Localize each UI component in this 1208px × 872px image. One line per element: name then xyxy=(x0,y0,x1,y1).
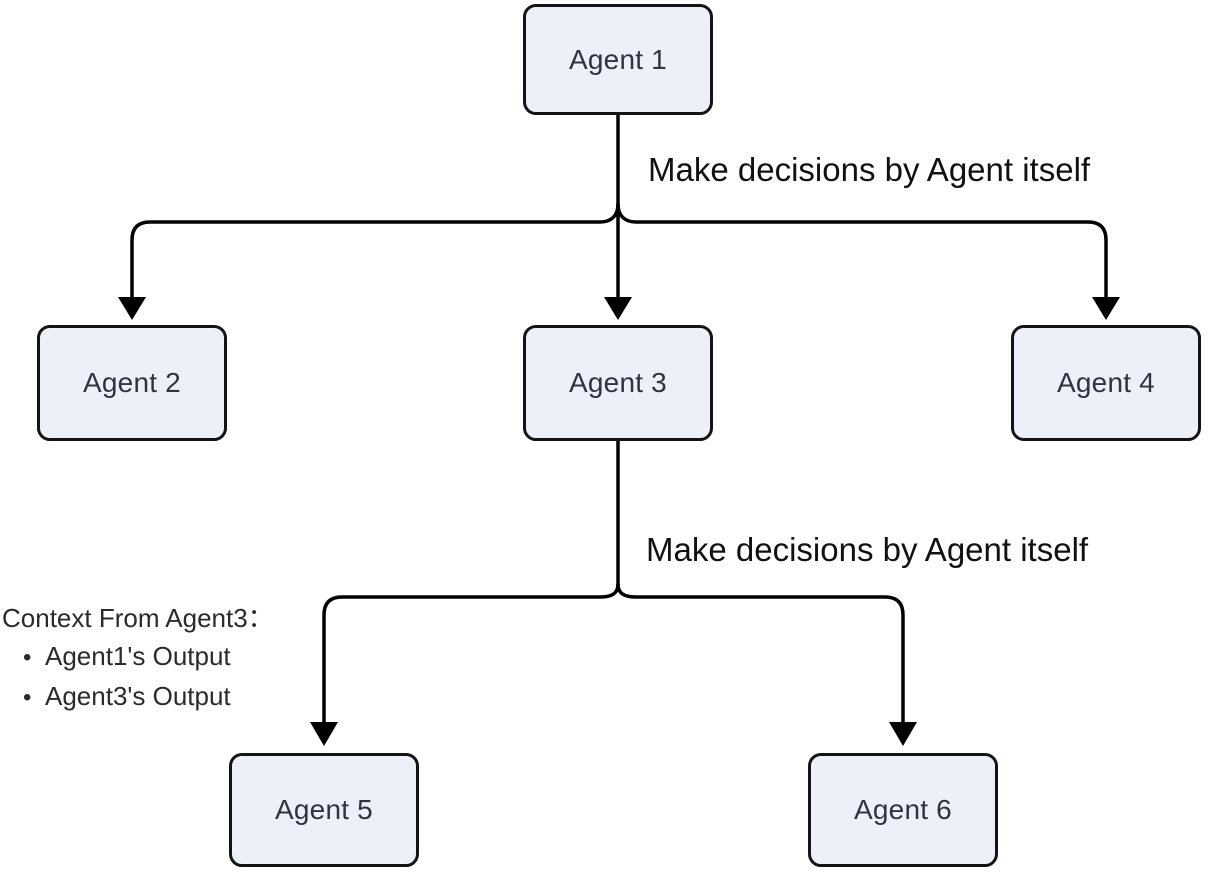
arrowhead-agent3-icon xyxy=(604,297,632,320)
edge-agent1-agent2-line xyxy=(130,203,620,299)
context-note: Context From Agent3： • Agent1's Output •… xyxy=(2,599,274,717)
edge-label-make-decisions-2: Make decisions by Agent itself xyxy=(646,531,1089,568)
node-agent3-label: Agent 3 xyxy=(569,367,667,398)
node-agent2-label: Agent 2 xyxy=(83,367,181,398)
arrowhead-agent6-icon xyxy=(889,722,917,746)
edge-label-make-decisions-1: Make decisions by Agent itself xyxy=(648,151,1091,188)
node-agent2: Agent 2 xyxy=(37,325,227,441)
bullet-icon: • xyxy=(23,644,32,671)
node-agent1: Agent 1 xyxy=(523,4,713,115)
node-agent6-label: Agent 6 xyxy=(854,794,952,825)
node-agent1-label: Agent 1 xyxy=(569,43,667,75)
list-item: • Agent1's Output xyxy=(2,637,274,677)
node-agent4-label: Agent 4 xyxy=(1057,367,1155,398)
context-note-title: Context From Agent3： xyxy=(2,603,274,633)
edge-agent3-agent5-line xyxy=(322,583,620,723)
node-agent5-label: Agent 5 xyxy=(275,794,373,825)
list-item: • Agent3's Output xyxy=(2,677,274,717)
bullet-icon: • xyxy=(23,684,32,711)
context-note-list: • Agent1's Output • Agent3's Output xyxy=(2,637,274,717)
edge-agent1-agent4-line xyxy=(616,203,1108,299)
context-item-text: Agent1's Output xyxy=(45,641,231,671)
context-item-text: Agent3's Output xyxy=(45,681,231,711)
edge-agent3-agent6-line xyxy=(616,583,905,723)
node-agent6: Agent 6 xyxy=(808,753,998,867)
arrowhead-agent2-icon xyxy=(118,297,146,320)
node-agent4: Agent 4 xyxy=(1011,325,1201,441)
node-agent3: Agent 3 xyxy=(523,325,713,441)
node-agent5: Agent 5 xyxy=(229,753,419,867)
arrowhead-agent4-icon xyxy=(1092,297,1120,320)
arrowhead-agent5-icon xyxy=(310,722,338,746)
